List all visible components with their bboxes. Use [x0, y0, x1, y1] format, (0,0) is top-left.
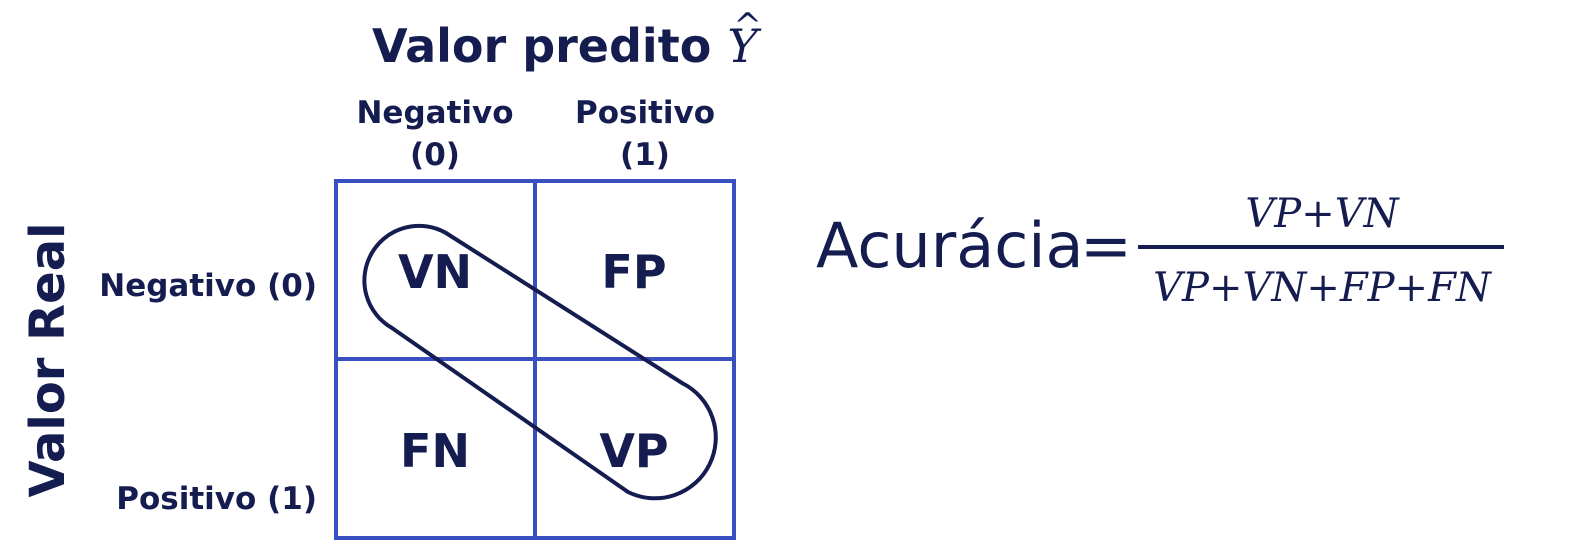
formula-numerator: VP+VN	[1245, 191, 1399, 237]
column-header-negative-value: (0)	[410, 137, 460, 173]
row-header-negative: Negativo (0)	[99, 268, 317, 304]
matrix-grid	[334, 179, 736, 540]
y-symbol: Y	[727, 19, 758, 73]
cell-true-negative: VN	[397, 245, 473, 299]
y-hat-symbol: ^Y	[727, 6, 762, 74]
formula-denominator: VP+VN+FP+FN	[1153, 265, 1491, 311]
predicted-axis-title: Valor predito ^Y	[372, 6, 762, 74]
cell-false-negative: FN	[400, 424, 470, 478]
fraction-bar	[1138, 245, 1504, 249]
formula-equals: =	[1080, 209, 1132, 282]
column-header-negative-label: Negativo	[356, 95, 514, 131]
hat-accent: ^	[733, 6, 762, 46]
row-header-positive: Positivo (1)	[116, 481, 317, 517]
column-header-negative: Negativo (0)	[330, 92, 540, 176]
cell-false-positive: FP	[601, 245, 667, 299]
cell-true-positive: VP	[599, 424, 669, 478]
formula-name: Acurácia	[816, 209, 1084, 282]
column-header-positive-value: (1)	[620, 137, 670, 173]
column-header-positive: Positivo (1)	[540, 92, 750, 176]
column-header-positive-label: Positivo	[574, 95, 716, 131]
diagonal-highlight-loop	[362, 223, 718, 501]
predicted-axis-label: Valor predito	[372, 19, 712, 73]
